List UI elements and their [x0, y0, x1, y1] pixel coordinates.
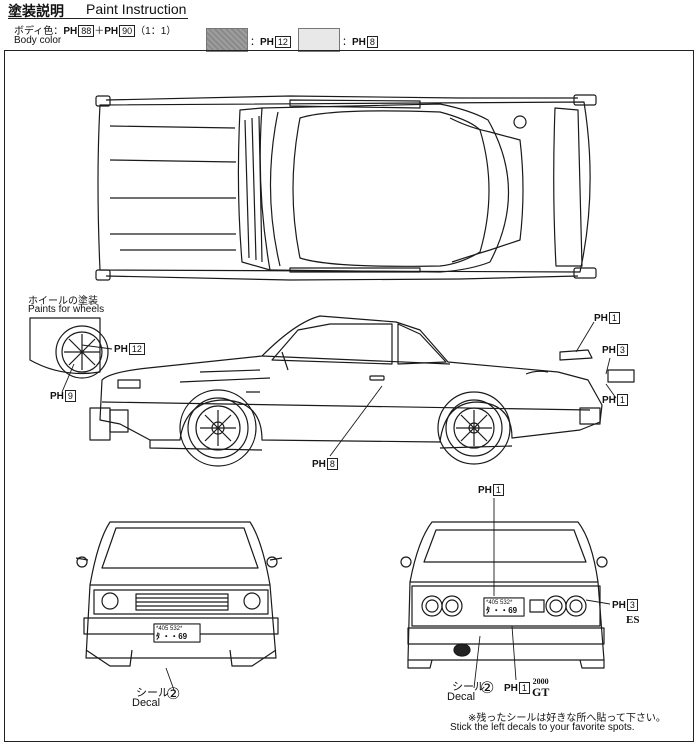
ph-code: 12: [274, 36, 291, 48]
ph-prefix: PH: [594, 313, 608, 324]
ph-code: 1: [518, 682, 530, 694]
rear-decal-jp: シール: [452, 681, 485, 693]
gt-decal: 2000 GT: [532, 676, 549, 698]
wheel-inset: [30, 318, 108, 378]
front-plate-top: *405 532*: [156, 626, 183, 632]
wheels-label-en: Paints for wheels: [28, 304, 105, 315]
title-jp: 塗装説明: [8, 3, 64, 19]
front-decal-en: Decal: [132, 697, 161, 709]
ph-prefix: PH: [312, 459, 326, 470]
ph-prefix: PH: [50, 391, 64, 402]
drawing-frame: [4, 50, 694, 742]
rear-plate-bottom: ﾀ ・・69: [486, 606, 518, 615]
title-underline: [8, 18, 188, 19]
colon: ：: [250, 37, 260, 48]
ph-code: 12: [128, 343, 145, 355]
car-rear-view: [401, 522, 607, 668]
ph-code-b: 90: [119, 25, 136, 37]
title-en: Paint Instruction: [86, 1, 187, 17]
ph-prefix: PH: [504, 683, 518, 694]
ph-code: 3: [626, 599, 638, 611]
front-decal-jp: シール: [136, 687, 169, 699]
front-decal-number: ②: [166, 686, 181, 703]
gt-text: GT: [532, 685, 550, 699]
ph-prefix: PH: [63, 26, 78, 37]
swatch-dark: [206, 28, 248, 52]
note-jp: ※残ったシールは好きな所へ貼って下さい。: [468, 713, 666, 724]
ph-prefix: PH: [352, 37, 366, 48]
rear-decal-number: ②: [480, 680, 495, 697]
ph-code: 1: [492, 484, 504, 496]
colon: ：: [342, 37, 352, 48]
ph-code: 1: [608, 312, 620, 324]
mix-ratio: （1：1）: [135, 26, 177, 37]
leader-lines: [62, 322, 616, 690]
ph-prefix: PH: [104, 26, 119, 37]
front-plate: *405 532* ﾀ ・・69: [156, 625, 187, 641]
gt-year: 2000: [532, 677, 549, 686]
rear-plate: *405 532* ﾀ ・・69: [486, 599, 517, 615]
body-color-label: ボディ色：: [14, 26, 64, 37]
front-plate-bottom: ﾀ ・・69: [156, 632, 188, 641]
ph-code: 8: [326, 458, 338, 470]
ph-code: 8: [366, 36, 378, 48]
ph-code: 9: [64, 390, 76, 402]
ph-prefix: PH: [260, 37, 274, 48]
wheels-label-jp: ホイールの塗装: [28, 296, 98, 307]
ph-prefix: PH: [478, 485, 492, 496]
car-front-view: [76, 522, 282, 666]
ph-code: 1: [616, 394, 628, 406]
es-decal: ES: [626, 614, 640, 626]
rear-decal-en: Decal: [447, 691, 476, 703]
mix-sign: ＋: [94, 26, 105, 37]
ph-code-a: 88: [78, 25, 95, 37]
ph-prefix: PH: [114, 344, 128, 355]
gt-emblem-box: [608, 370, 634, 382]
ph-prefix: PH: [602, 395, 616, 406]
body-color-en: Body color: [14, 35, 62, 46]
ph-prefix: PH: [602, 345, 616, 356]
note-en: Stick the left decals to your favorite s…: [450, 722, 635, 733]
car-side-view: [90, 316, 602, 466]
swatch-light: [298, 28, 340, 52]
ph-prefix: PH: [612, 600, 626, 611]
rear-plate-top: *405 532*: [486, 600, 513, 606]
ph-code: 3: [616, 344, 628, 356]
car-top-view: [96, 95, 596, 280]
